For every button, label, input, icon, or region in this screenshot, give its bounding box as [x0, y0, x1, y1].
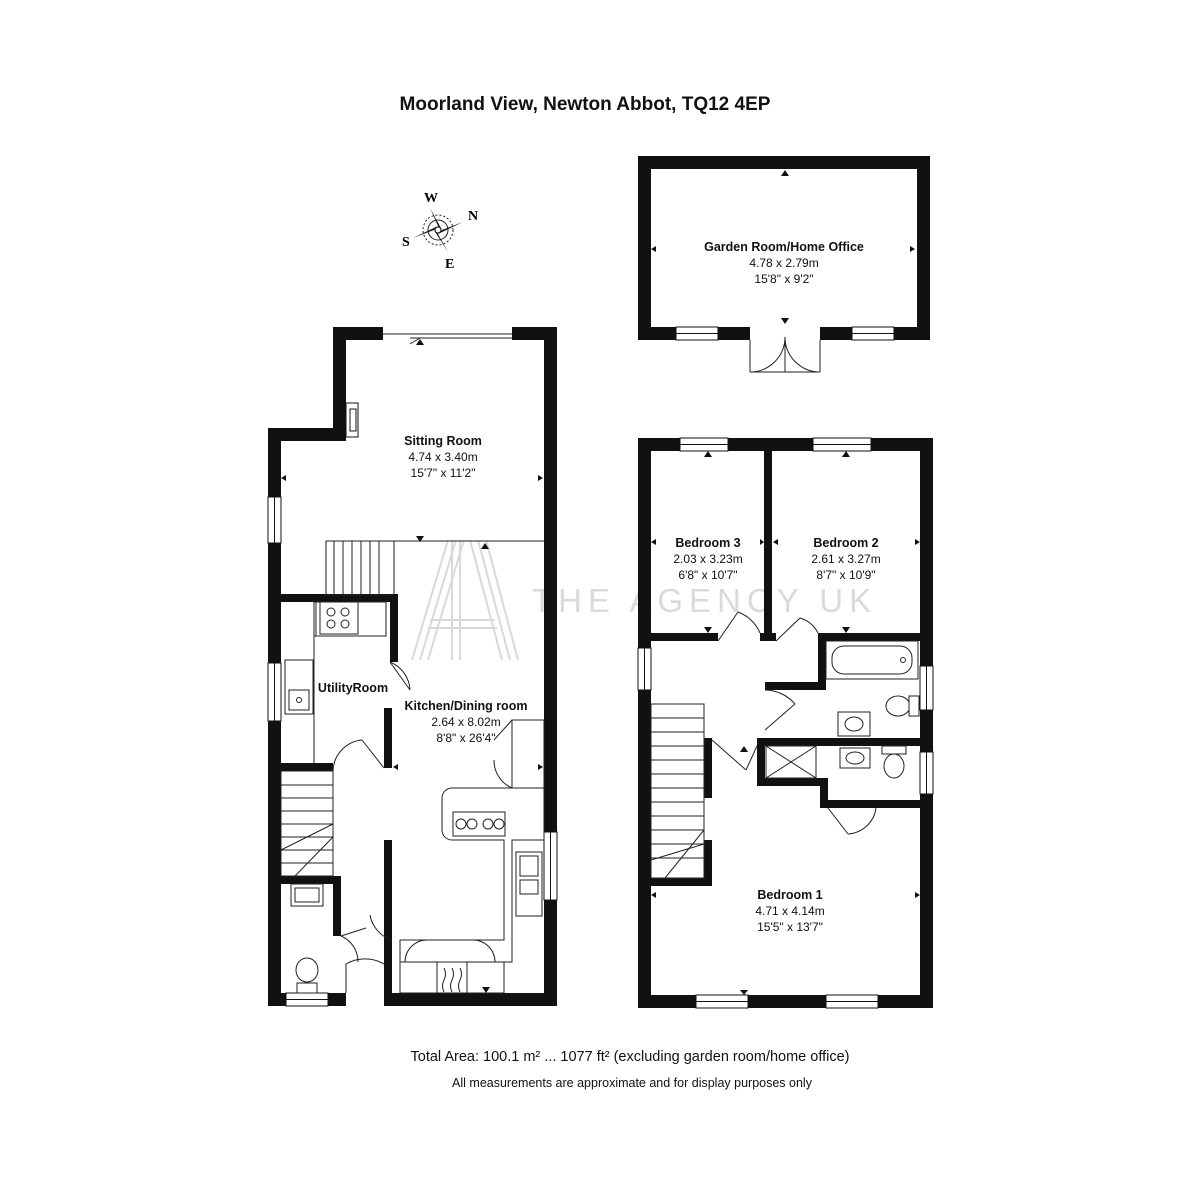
- watermark-text: THE AGENCY UK: [532, 582, 877, 619]
- kitchen-imperial: 8'8" x 26'4": [436, 731, 495, 745]
- garden-room-name: Garden Room/Home Office: [704, 240, 864, 254]
- kitchen-name: Kitchen/Dining room: [405, 699, 528, 713]
- kitchen-metric: 2.64 x 8.02m: [431, 715, 500, 729]
- garden-room-plan: [638, 156, 930, 373]
- garden-room-imperial: 15'8" x 9'2": [754, 272, 813, 286]
- compass-w: W: [424, 191, 438, 206]
- room-label-sitting: Sitting Room 4.74 x 3.40m 15'7" x 11'2": [404, 434, 482, 480]
- bedroom-1-metric: 4.71 x 4.14m: [755, 904, 824, 918]
- ground-floor-plan: [267, 327, 558, 1007]
- sitting-room-metric: 4.74 x 3.40m: [408, 450, 477, 464]
- disclaimer-text: All measurements are approximate and for…: [452, 1076, 812, 1090]
- compass-n: N: [468, 209, 478, 224]
- sitting-room-name: Sitting Room: [404, 434, 482, 448]
- bedroom-2-name: Bedroom 2: [813, 536, 878, 550]
- bedroom-2-imperial: 8'7" x 10'9": [816, 568, 875, 582]
- compass-e: E: [445, 257, 454, 272]
- property-address-title: Moorland View, Newton Abbot, TQ12 4EP: [399, 94, 771, 115]
- room-label-kitchen: Kitchen/Dining room 2.64 x 8.02m 8'8" x …: [405, 699, 528, 745]
- total-area-text: Total Area: 100.1 m² ... 1077 ft² (exclu…: [410, 1049, 850, 1065]
- watermark: THE AGENCY UK: [411, 539, 877, 661]
- compass-s: S: [402, 235, 410, 250]
- bedroom-1-imperial: 15'5" x 13'7": [757, 920, 823, 934]
- room-label-bedroom-3: Bedroom 3 2.03 x 3.23m 6'8" x 10'7": [673, 536, 742, 582]
- garden-room-metric: 4.78 x 2.79m: [749, 256, 818, 270]
- bedroom-1-name: Bedroom 1: [757, 888, 822, 902]
- bedroom-3-imperial: 6'8" x 10'7": [678, 568, 737, 582]
- bedroom-3-name: Bedroom 3: [675, 536, 740, 550]
- room-label-bedroom-2: Bedroom 2 2.61 x 3.27m 8'7" x 10'9": [811, 536, 880, 582]
- compass-rose-icon: W N S E: [402, 191, 478, 272]
- bedroom-2-metric: 2.61 x 3.27m: [811, 552, 880, 566]
- first-floor-plan: [637, 437, 934, 1009]
- bedroom-3-metric: 2.03 x 3.23m: [673, 552, 742, 566]
- room-label-bedroom-1: Bedroom 1 4.71 x 4.14m 15'5" x 13'7": [755, 888, 824, 934]
- utility-room-name: UtilityRoom: [318, 681, 388, 695]
- sitting-room-imperial: 15'7" x 11'2": [411, 466, 476, 480]
- room-label-garden: Garden Room/Home Office 4.78 x 2.79m 15'…: [704, 240, 864, 286]
- room-label-utility: UtilityRoom: [318, 681, 388, 695]
